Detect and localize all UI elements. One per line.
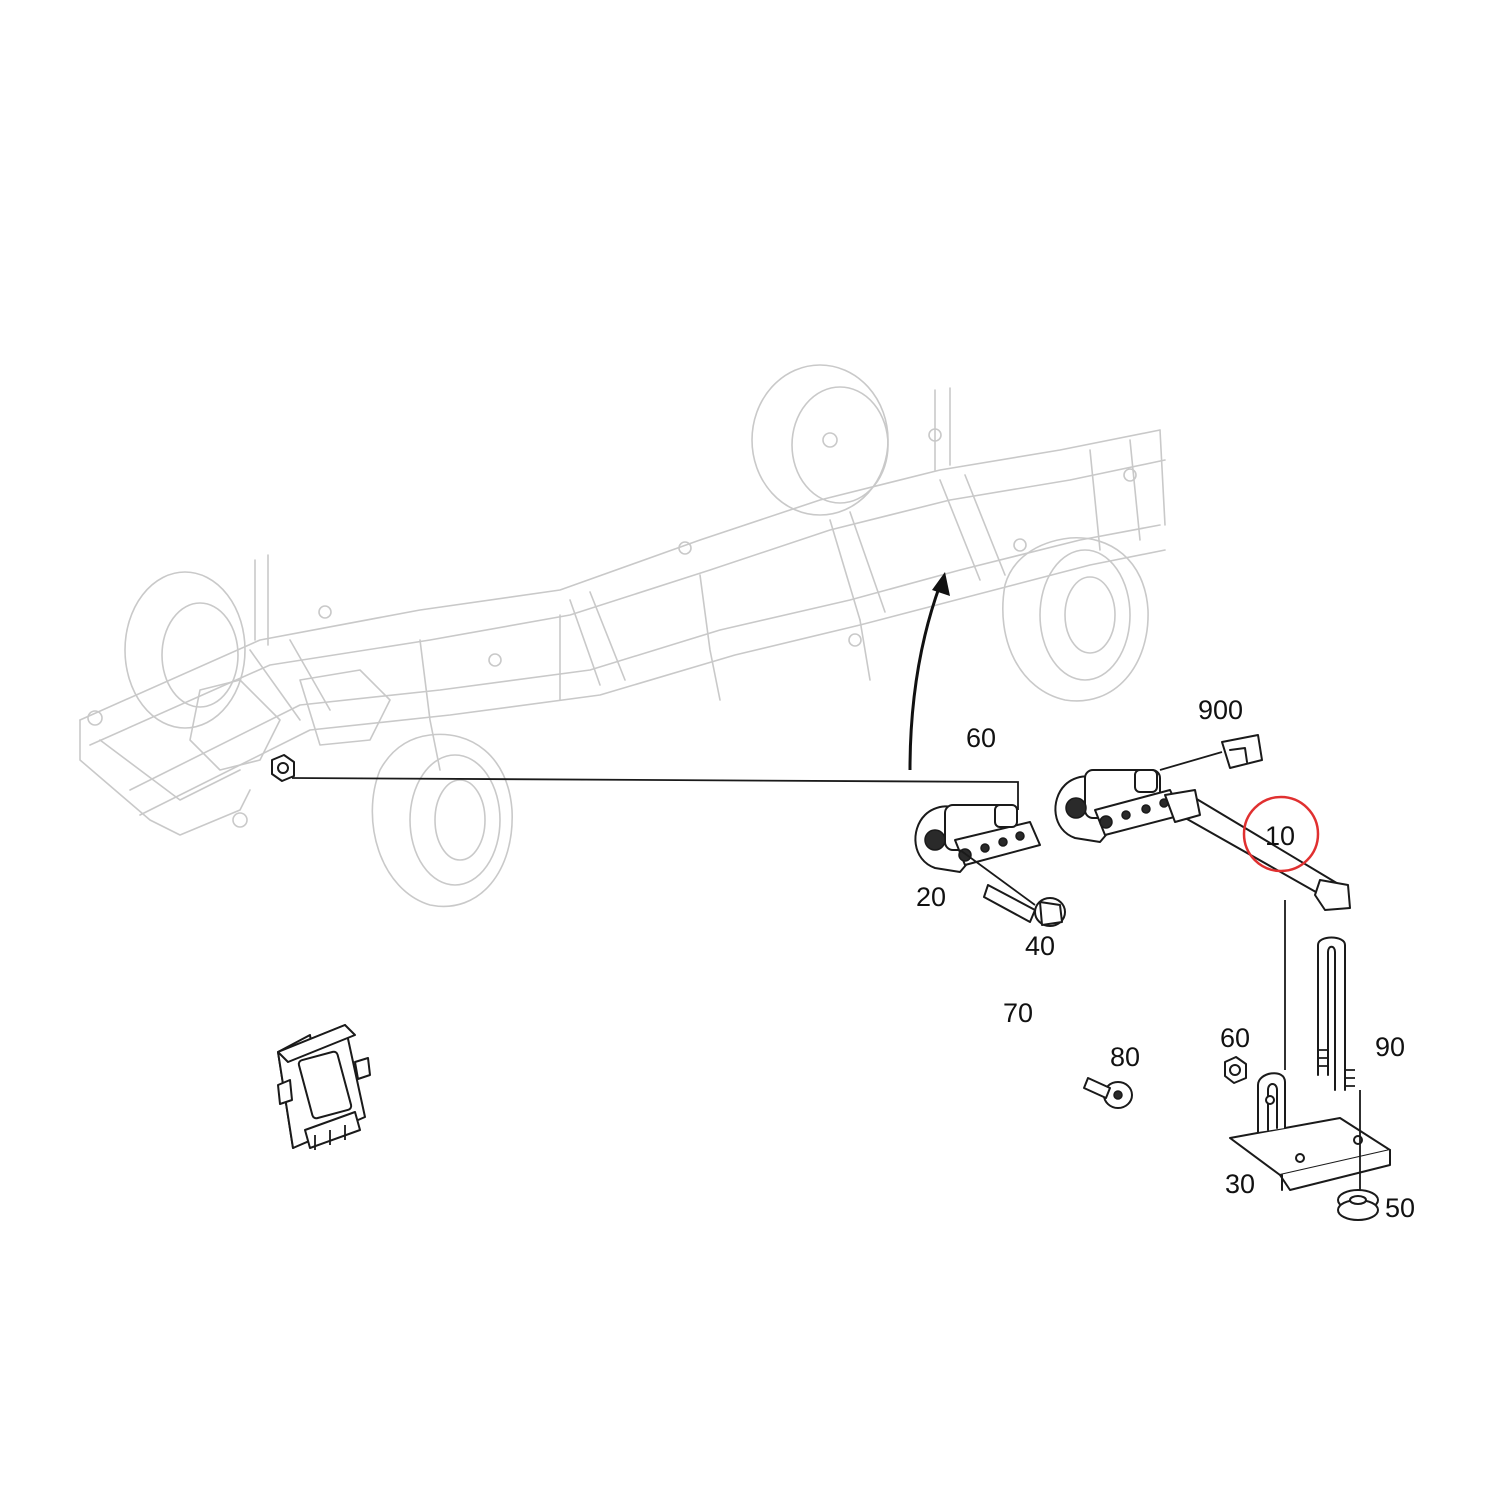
rear-left-wheel <box>751 364 889 516</box>
callout-90: 90 <box>1375 1032 1405 1062</box>
part-900-clip <box>1159 734 1263 771</box>
callout-20: 20 <box>916 882 946 912</box>
callout-60-bottom: 60 <box>1220 1023 1250 1053</box>
part-60-nut-top <box>271 754 1019 810</box>
callout-40: 40 <box>1025 931 1055 961</box>
callout-30: 30 <box>1225 1169 1255 1199</box>
part-90-u-bolt <box>1317 936 1355 1091</box>
callout-50: 50 <box>1385 1193 1415 1223</box>
callout-70: 70 <box>1003 998 1033 1028</box>
callout-10: 10 <box>1265 821 1295 851</box>
callout-900: 900 <box>1198 695 1243 725</box>
front-right-wheel <box>371 733 513 908</box>
front-left-wheel <box>124 571 246 729</box>
callout-60-top: 60 <box>966 723 996 753</box>
rear-right-wheel <box>1002 537 1149 702</box>
chassis-ghost-drawing <box>79 364 1166 908</box>
part-70-control-module <box>277 1024 371 1150</box>
callout-80: 80 <box>1110 1042 1140 1072</box>
part-20-sensor-body <box>914 804 1041 873</box>
location-arrow <box>908 572 950 771</box>
part-10-level-sensor-with-rod <box>1054 769 1351 911</box>
part-30-bracket <box>1229 900 1391 1191</box>
part-40-bolt <box>959 849 1066 927</box>
highlight-circle <box>1242 795 1320 873</box>
part-50-grommet <box>1337 1189 1379 1221</box>
part-80-screw <box>1083 1077 1133 1109</box>
part-60-nut-bottom <box>1224 1056 1247 1084</box>
